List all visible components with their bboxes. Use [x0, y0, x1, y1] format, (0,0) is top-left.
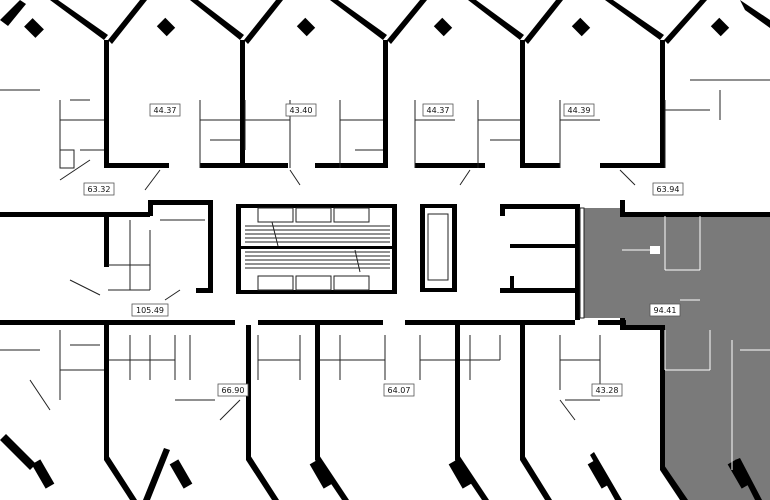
corridor-walls [0, 200, 770, 330]
svg-text:94.41: 94.41 [654, 306, 677, 315]
unit-label[interactable]: 94.41 [649, 303, 681, 317]
svg-text:63.94: 63.94 [657, 185, 680, 194]
unit-label[interactable]: 105.49 [131, 303, 169, 317]
svg-text:44.37: 44.37 [427, 106, 450, 115]
svg-text:64.07: 64.07 [388, 386, 411, 395]
bottom-interior-lines [0, 330, 601, 421]
svg-text:43.28: 43.28 [596, 386, 619, 395]
unit-labels: 44.37 43.40 44.37 44.39 63.32 63.94 105.… [83, 103, 684, 397]
unit-label[interactable]: 63.94 [652, 182, 684, 196]
apartment-94-41-interior [622, 216, 770, 470]
unit-label[interactable]: 43.28 [591, 383, 623, 397]
unit-label[interactable]: 63.32 [83, 182, 115, 196]
top-units-walls [0, 0, 770, 168]
svg-text:63.32: 63.32 [88, 185, 111, 194]
unit-label[interactable]: 43.40 [285, 103, 317, 117]
building-core [236, 204, 585, 320]
unit-label[interactable]: 64.07 [383, 383, 415, 397]
unit-label[interactable]: 44.39 [563, 103, 595, 117]
middle-left-walls [69, 217, 205, 301]
bottom-units-walls [0, 325, 762, 500]
apartment-94-41-highlight[interactable] [584, 208, 770, 500]
unit-label[interactable]: 44.37 [422, 103, 454, 117]
unit-label[interactable]: 66.90 [217, 383, 249, 397]
svg-text:43.40: 43.40 [290, 106, 313, 115]
svg-text:105.49: 105.49 [136, 306, 164, 315]
unit-label[interactable]: 44.37 [149, 103, 181, 117]
svg-text:44.37: 44.37 [154, 106, 177, 115]
svg-text:44.39: 44.39 [568, 106, 591, 115]
svg-text:66.90: 66.90 [222, 386, 245, 395]
